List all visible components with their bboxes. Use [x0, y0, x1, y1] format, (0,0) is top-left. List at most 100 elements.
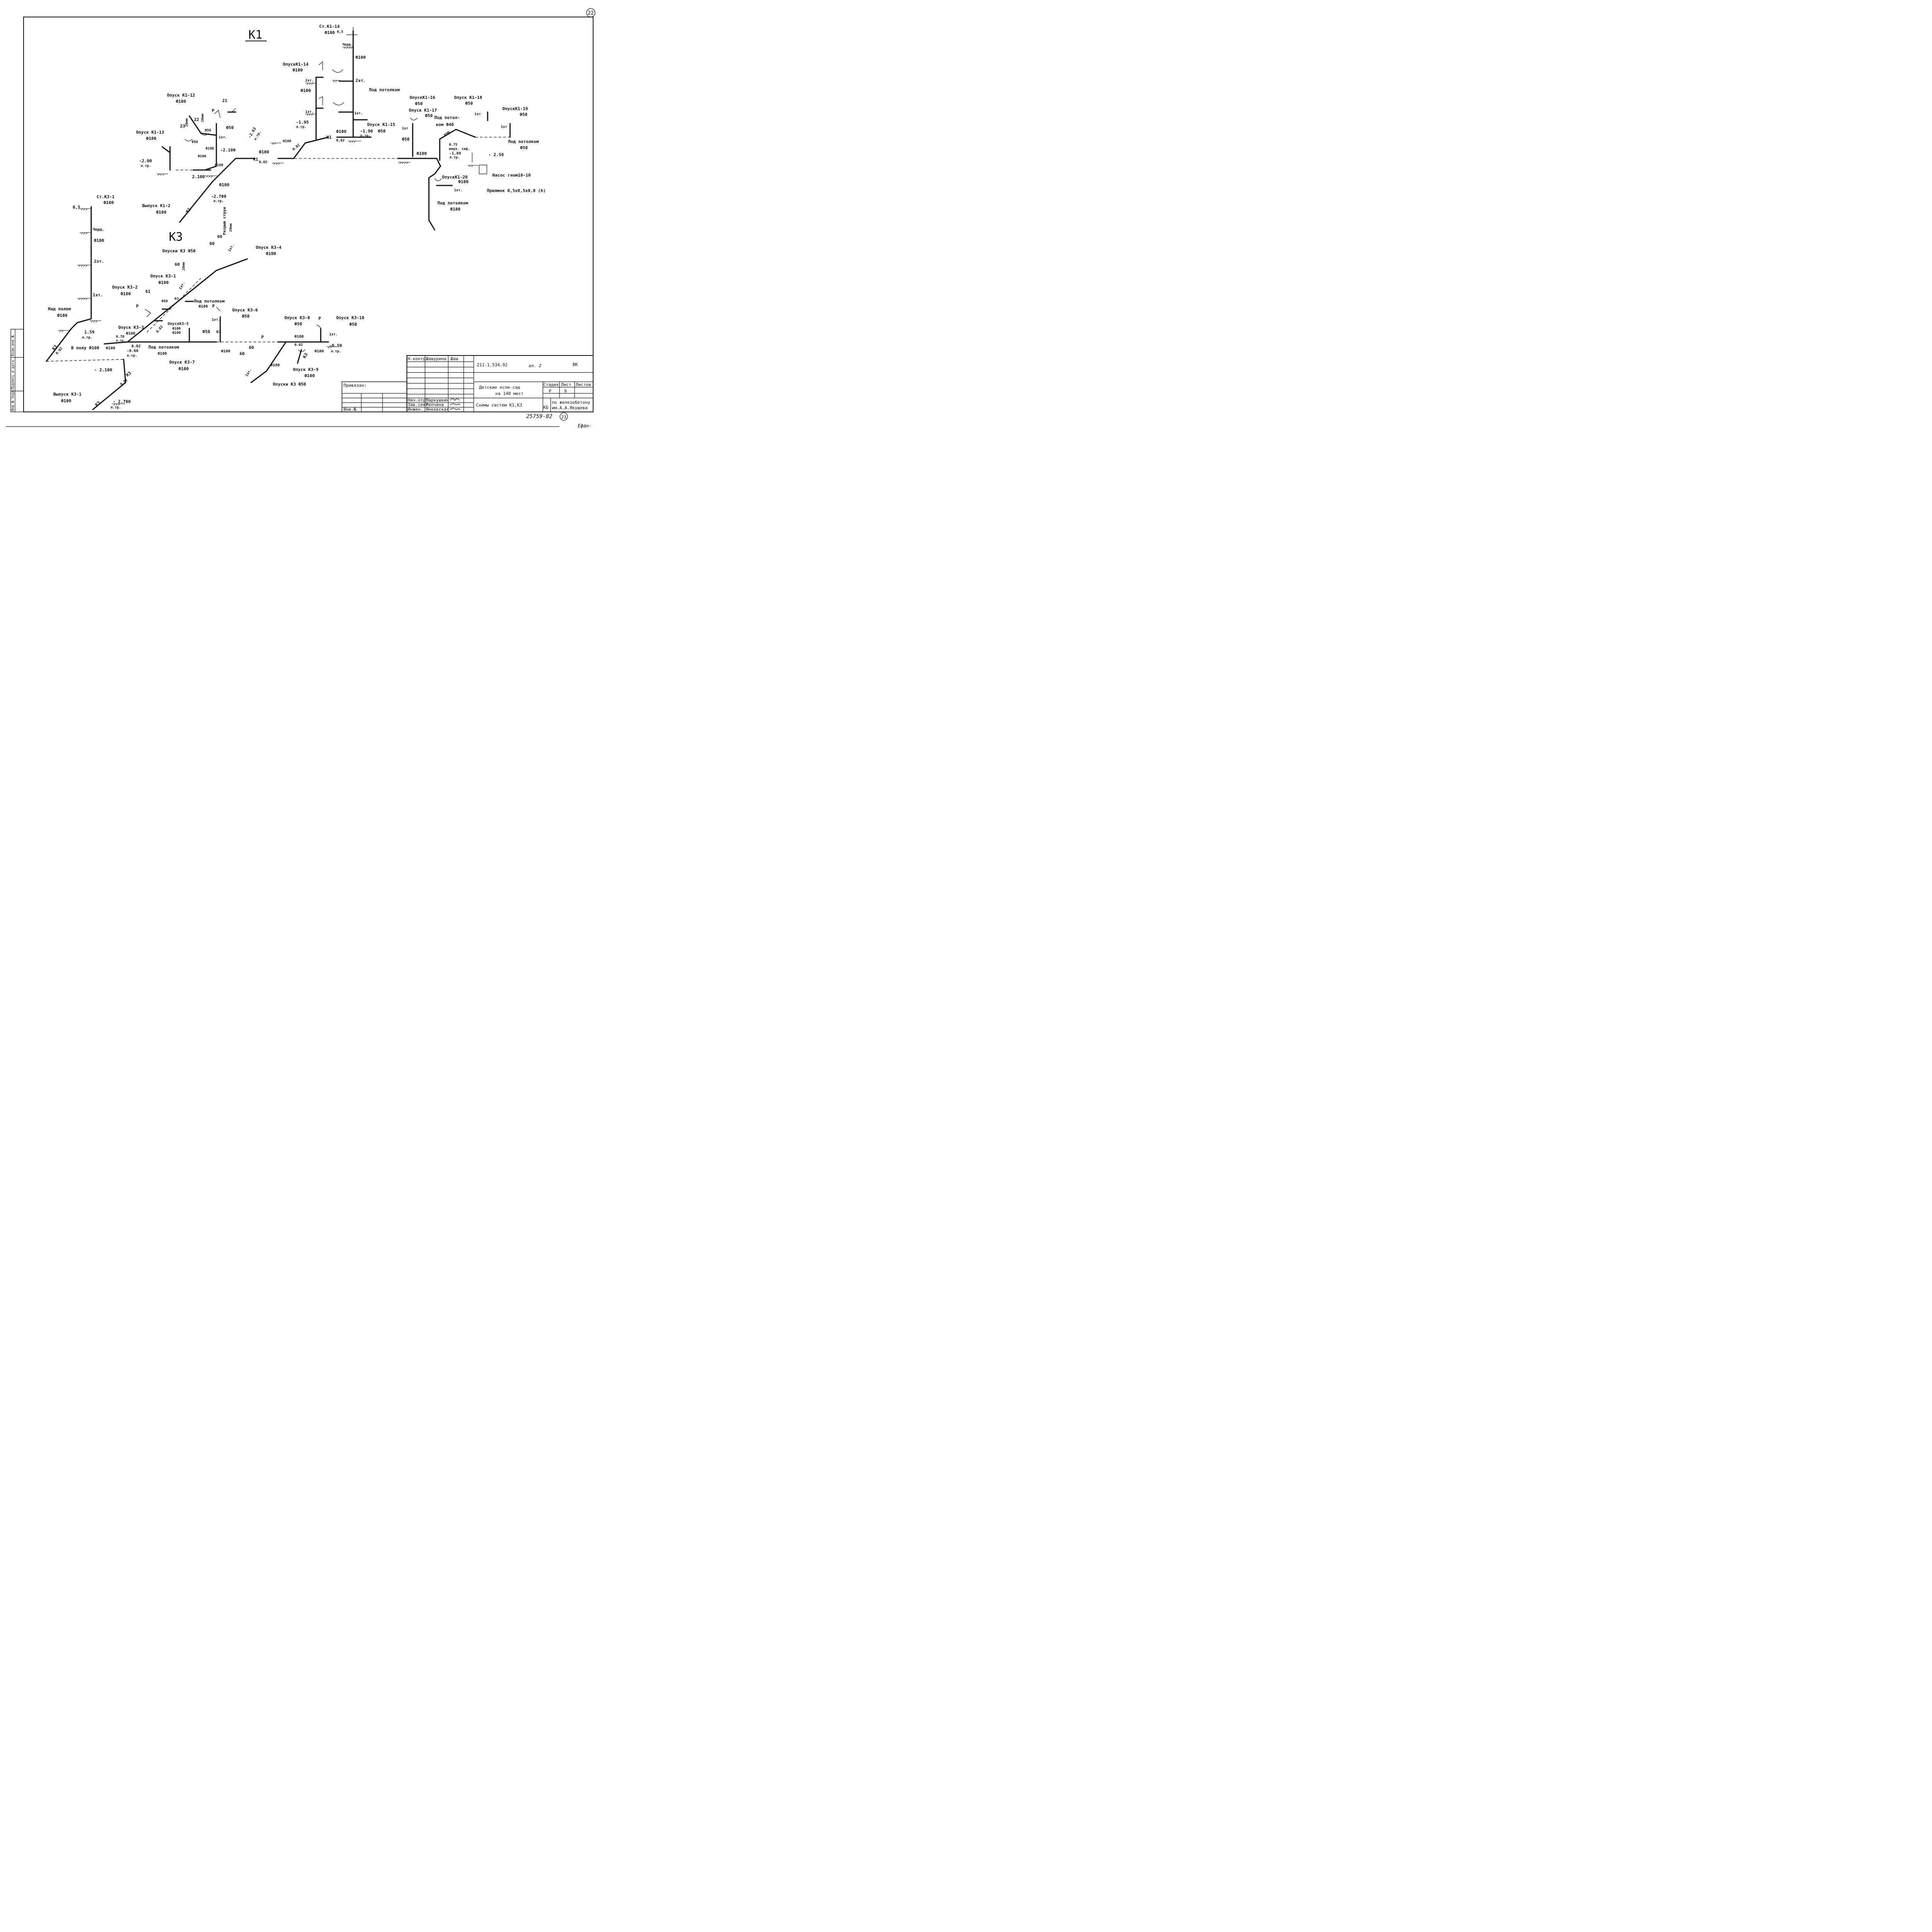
- k1-label: л.тр.: [360, 134, 371, 138]
- k1-label: Под потолком: [508, 139, 539, 144]
- k1-label: Разрыв струи: [223, 207, 227, 235]
- signature: Ефан-: [578, 423, 592, 429]
- k3-label: Опуск К3-2: [112, 285, 138, 290]
- archive-stamp: 25759-02 23 Ефан-: [526, 412, 592, 429]
- k1-label: 23: [180, 124, 185, 129]
- k3-label: Ф100: [199, 304, 208, 309]
- k1-label: верх. сиф.: [449, 147, 470, 151]
- k3-label: Р: [212, 304, 215, 309]
- k3-label: 1эт.: [212, 318, 220, 322]
- org-name-2: им.А.А.Якушева: [552, 405, 588, 410]
- k3-label: 0.02: [294, 343, 303, 347]
- n-kontr-name: Шашурина: [426, 356, 446, 361]
- drawing-title: Схемы систем К1,К3: [476, 403, 522, 408]
- k3-label: Опуск К3-9: [293, 367, 318, 372]
- k1-label: л.тр.: [213, 199, 224, 203]
- inv-no-label: Инв.№: [344, 407, 356, 412]
- k1-label: Ф100: [417, 151, 427, 156]
- k1-label: Приямок 0,5х0,5х0,8 (h): [487, 188, 546, 193]
- k3-label: 60: [175, 262, 180, 267]
- k1-label: Ф100: [219, 182, 230, 187]
- k1-label: л.тр.: [449, 156, 460, 160]
- k1-label: -2.100: [220, 148, 236, 153]
- k1-label: Ф50: [192, 140, 198, 144]
- k3-label: Ф100: [172, 331, 181, 335]
- k3-label: Ф100: [121, 291, 131, 296]
- k1-label: 20мм: [201, 114, 205, 122]
- k3-label: л.тр.: [127, 354, 137, 358]
- sheets-header: Листов: [576, 382, 591, 387]
- k1-label: 0,5: [337, 30, 343, 34]
- k1-label: 0,02: [259, 160, 267, 164]
- k3-label: В полу Ф100: [71, 345, 99, 350]
- stage-header: Стадия: [543, 382, 559, 387]
- k3-label: Над полом: [48, 306, 71, 311]
- k1-label: 1эт.: [219, 136, 227, 139]
- k3-label: К3: [94, 400, 102, 407]
- k3-label: К3: [216, 330, 221, 334]
- k3-label: Опуск К3-3: [118, 325, 144, 330]
- k3-label: 1.59: [84, 330, 95, 335]
- k3-label: Ф100: [94, 238, 104, 243]
- k1-label: 1эт.: [454, 189, 463, 192]
- title-block: Привязан: Инв.№ Н.контр. Шашурина Шаш На…: [342, 355, 594, 412]
- k3-label: ОпускК3-5: [168, 322, 189, 326]
- zav-sekt-name: Репчина: [426, 402, 444, 407]
- k3-label: Под потолком: [194, 299, 225, 304]
- k1-label: Ф100: [301, 88, 311, 93]
- k1-label: К1: [327, 135, 332, 140]
- k1-label: 2.100: [192, 174, 205, 179]
- doc-code: 211-1.534.92: [477, 362, 507, 367]
- k3-label: Р: [261, 335, 264, 340]
- k1-label: Ф50: [415, 101, 423, 106]
- bottom-badge: 23: [561, 415, 566, 420]
- k3-label: 0.02: [156, 325, 164, 334]
- stamp-col-sign: Подпись и дата: [11, 360, 15, 389]
- k3-label: Опуск К3-8: [284, 315, 310, 320]
- k1-system: К1: [136, 24, 546, 235]
- k3-label: 1эт.: [245, 368, 253, 378]
- k1-label: Р: [212, 108, 214, 113]
- k1-label: Ф100: [206, 147, 214, 151]
- k3-label: 60: [217, 234, 222, 239]
- project-name-2: на 140 мест: [495, 391, 524, 396]
- k1-label: Опуск К1-17: [409, 108, 437, 113]
- k1-label: 2эт.: [305, 79, 314, 83]
- stamp-col-replace: Взам.инв.№: [11, 335, 15, 356]
- k1-label: Ф100: [458, 179, 469, 184]
- k1-label: Ф50: [465, 101, 473, 106]
- k1-label: ОпускК1-19: [502, 106, 528, 111]
- k3-label: 1эт.: [179, 281, 186, 291]
- k3-label: Ф100: [106, 346, 115, 350]
- k3-label: Опуски К3 Ф50: [162, 248, 196, 253]
- k1-title: К1: [248, 28, 262, 42]
- k3-label: Под потолком: [148, 345, 179, 350]
- k1-label: Ф50: [425, 113, 433, 118]
- k3-label: Ф100: [104, 200, 114, 205]
- project-name-1: Детские ясли-сад: [479, 385, 520, 390]
- k3-system: К3 Ст.К3-1 Ф100 0,5 Чер: [46, 194, 364, 410]
- inzh-name: Янковская: [426, 407, 449, 412]
- k3-label: Ф100: [304, 373, 315, 378]
- k1-label: -2.00: [139, 158, 152, 163]
- k3-label: -0.66: [127, 349, 138, 353]
- k1-label: Опуск К1-12: [167, 93, 195, 98]
- k1-label: Ф50: [520, 145, 528, 150]
- k3-label: 20мм: [182, 262, 186, 270]
- k1-label: Ф100: [450, 207, 461, 212]
- k3-label: Ф50: [202, 329, 210, 334]
- k1-label: Ф100: [215, 163, 223, 167]
- k3-label: К3: [302, 352, 309, 359]
- sheet-value: 9: [564, 389, 567, 394]
- k3-label: Ф100: [315, 349, 324, 354]
- stamp-col-inv: Инв.№ подл.: [11, 388, 15, 411]
- sheet-frame: 22: [6, 8, 595, 427]
- k1-label: Ст.К1-14: [319, 24, 340, 29]
- k1-label: Ф100: [336, 129, 347, 134]
- k1-label: Ф100: [198, 155, 206, 158]
- n-kontr-signature: Шаш: [450, 356, 458, 361]
- k1-label: 1эт.: [354, 112, 363, 116]
- k3-label: 1эт.: [93, 293, 103, 298]
- album-number: ал. 2: [529, 363, 541, 368]
- k3-label: Ст.К3-1: [97, 194, 115, 199]
